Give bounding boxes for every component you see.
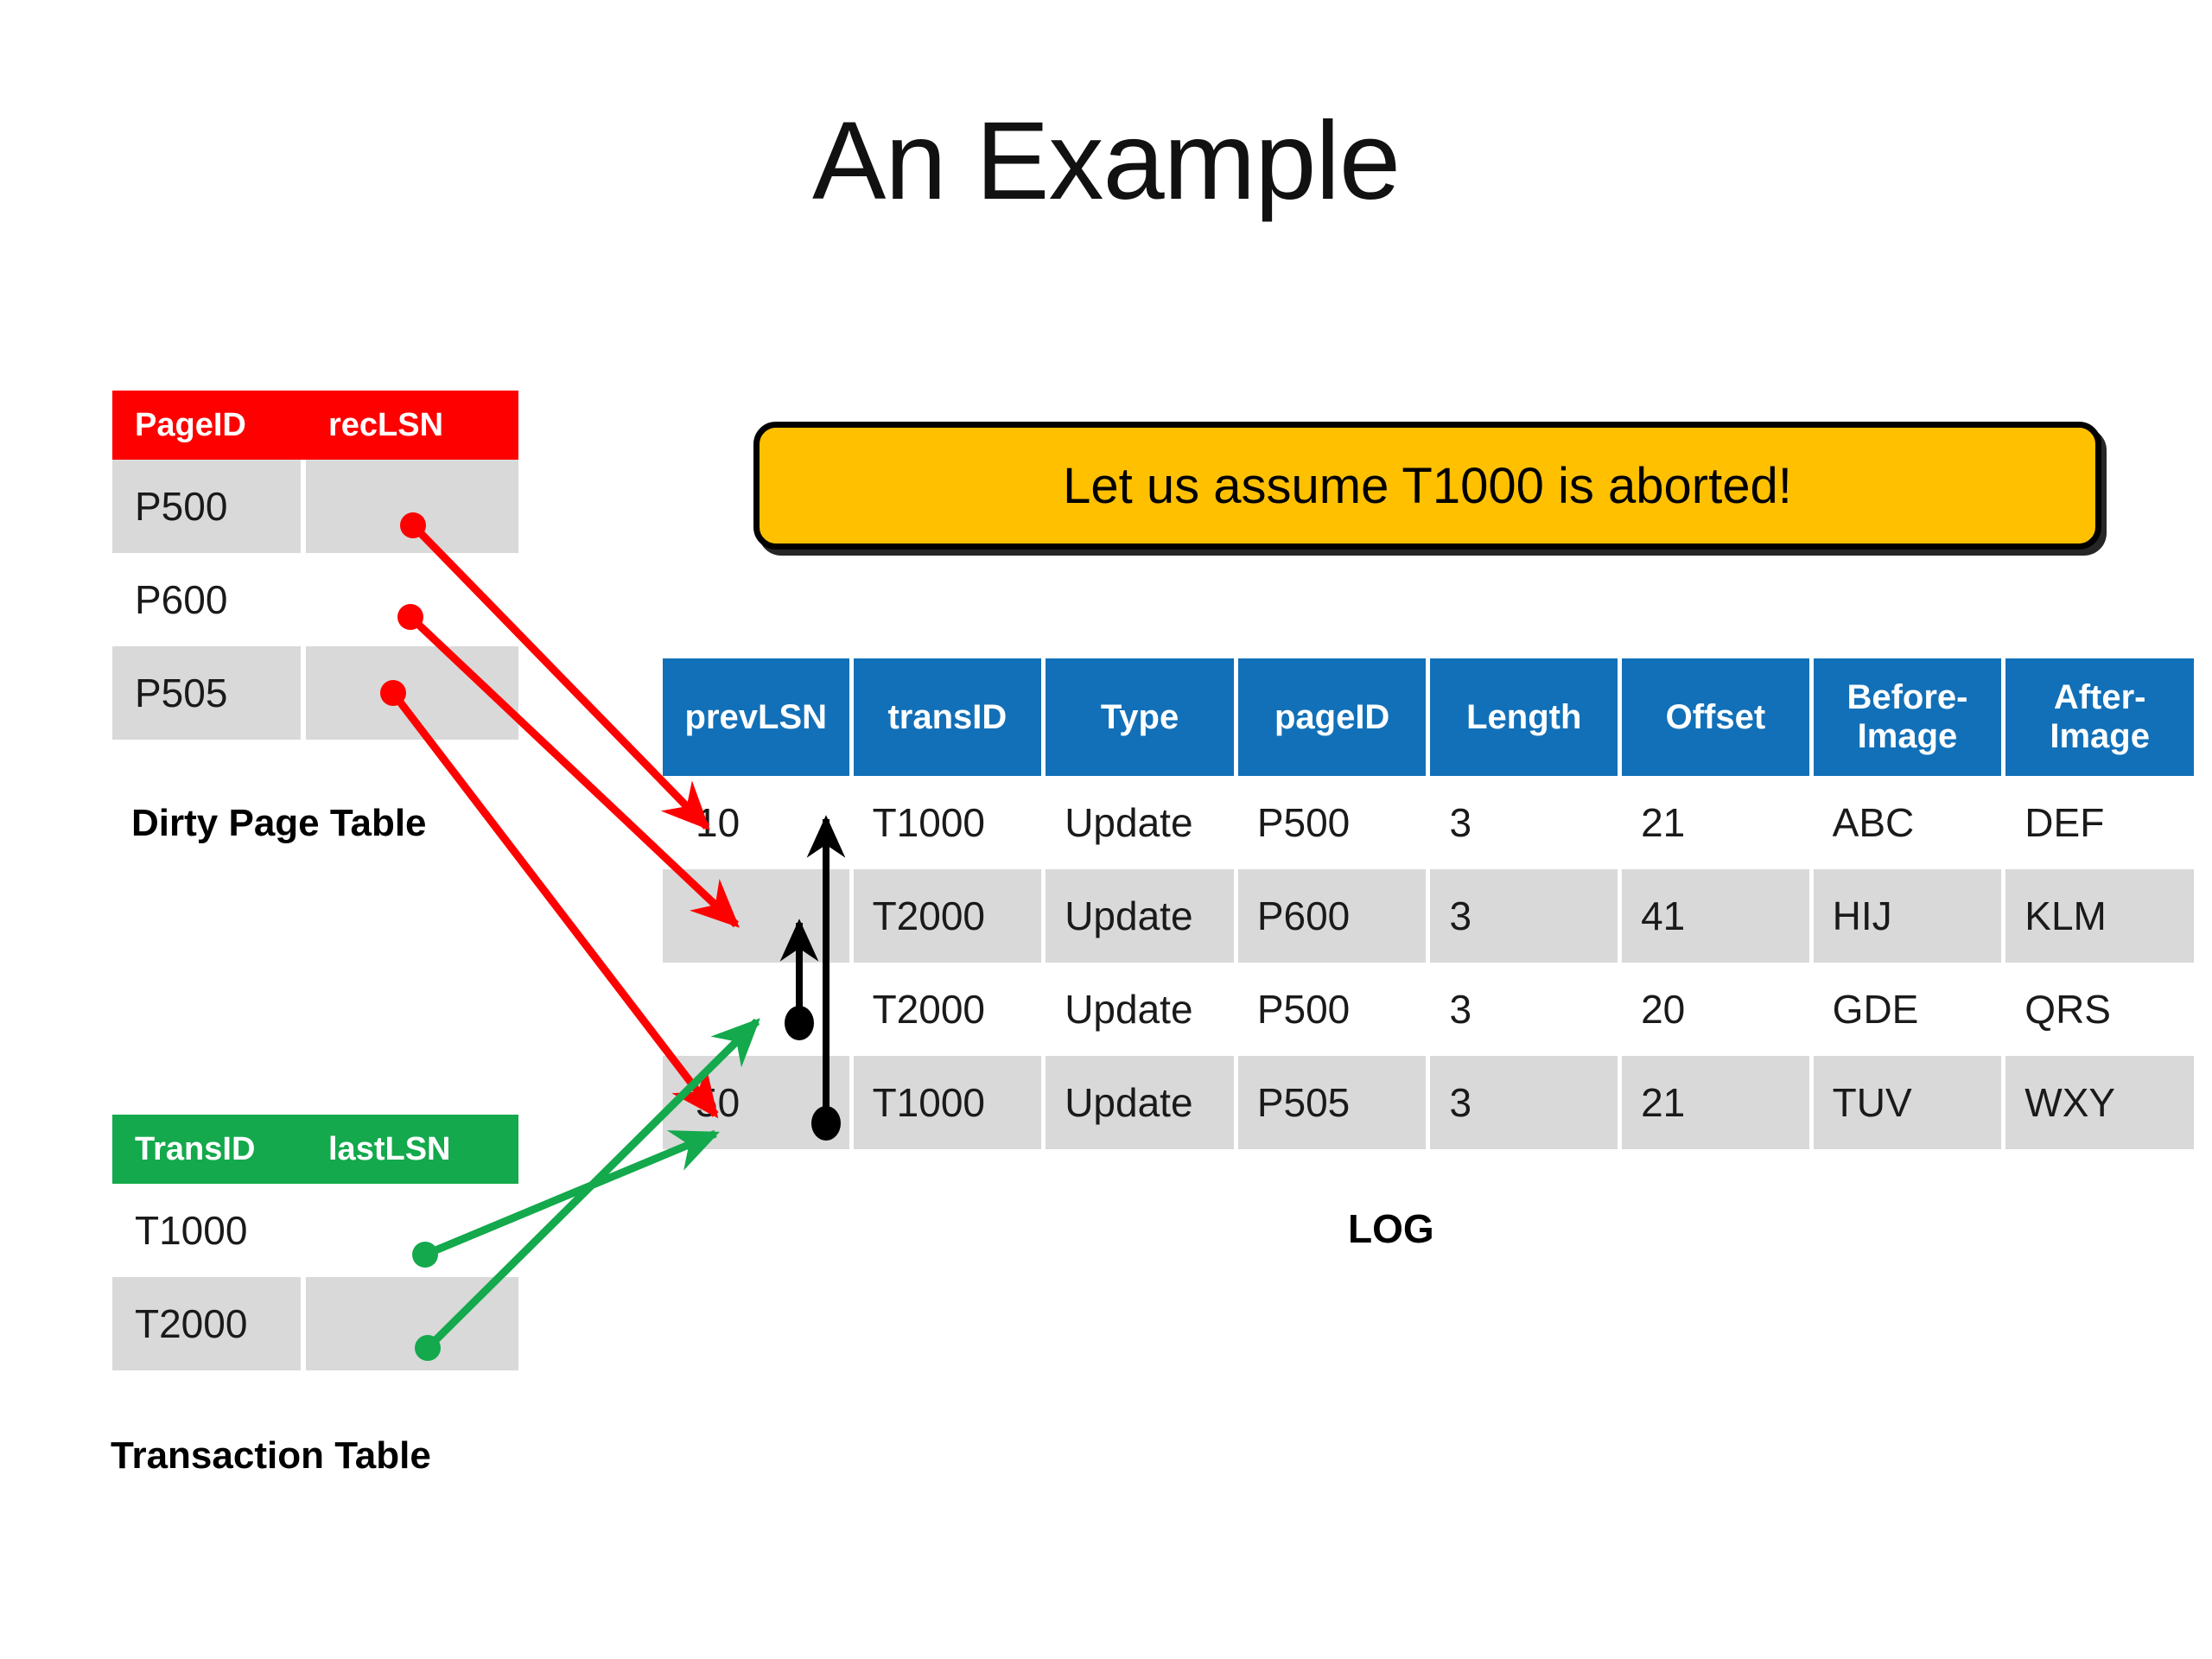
dirty-page-table: PageID recLSN P500 P600 P505 — [112, 391, 518, 740]
dpt-cell-reclsn — [306, 646, 518, 740]
log-col-after-image: After-Image — [2005, 658, 2194, 776]
log-col-pageid: pageID — [1237, 658, 1427, 776]
dirty-page-table-caption: Dirty Page Table — [131, 802, 427, 844]
log-col-offset: Offset — [1622, 658, 1809, 776]
log-cell-prevlsn: 50 — [663, 1056, 849, 1149]
log-cell-prevlsn — [663, 869, 849, 963]
transaction-table-header-row: TransID lastLSN — [112, 1115, 518, 1184]
log-col-transid: transID — [853, 658, 1042, 776]
dpt-row-p500: P500 — [112, 460, 518, 553]
log-col-type: Type — [1046, 658, 1234, 776]
log-table-row: 10 T1000 Update P500 3 21 ABC DEF — [663, 776, 2194, 869]
dirty-page-table-header-row: PageID recLSN — [112, 391, 518, 460]
dpt-cell-pageid: P600 — [135, 577, 228, 622]
log-cell-type: Update — [1046, 869, 1234, 963]
log-col-prevlsn: prevLSN — [663, 658, 849, 776]
dpt-col-reclsn: recLSN — [306, 391, 518, 460]
log-cell-transid: T1000 — [853, 1056, 1042, 1149]
log-cell-offset: 41 — [1622, 869, 1809, 963]
transaction-table: TransID lastLSN T1000 T2000 — [112, 1115, 518, 1370]
log-cell-length: 3 — [1430, 1056, 1618, 1149]
log-cell-pageid: P505 — [1237, 1056, 1427, 1149]
log-col-length: Length — [1430, 658, 1618, 776]
log-cell-after-image: DEF — [2024, 800, 2105, 845]
log-cell-offset: 20 — [1641, 987, 1686, 1032]
tt-row-t2000: T2000 — [112, 1277, 518, 1370]
log-table-row: 50 T1000 Update P505 3 21 TUV WXY — [663, 1056, 2194, 1149]
log-cell-type: Update — [1065, 800, 1193, 845]
log-table-row: T2000 Update P500 3 20 GDE QRS — [663, 963, 2194, 1056]
dpt-header-separator — [301, 391, 306, 460]
dpt-row-p600: P600 — [112, 553, 518, 646]
log-cell-pageid: P500 — [1256, 800, 1351, 845]
log-cell-before-image: GDE — [1832, 987, 1919, 1032]
log-cell-after-image: WXY — [2005, 1056, 2194, 1149]
assumption-callout-text: Let us assume T1000 is aborted! — [1063, 457, 1792, 514]
log-cell-offset: 21 — [1641, 800, 1686, 845]
log-cell-after-image: QRS — [2024, 987, 2111, 1032]
tt-col-transid: TransID — [112, 1115, 301, 1184]
assumption-callout: Let us assume T1000 is aborted! — [753, 422, 2101, 550]
transaction-table-caption: Transaction Table — [111, 1434, 431, 1477]
log-cell-length: 3 — [1430, 869, 1618, 963]
log-table-header-row: prevLSN transID Type pageID Length Offse… — [663, 658, 2194, 776]
log-table: prevLSN transID Type pageID Length Offse… — [658, 658, 2198, 1149]
log-cell-before-image: TUV — [1813, 1056, 2002, 1149]
log-cell-type: Update — [1046, 1056, 1234, 1149]
dpt-col-pageid: PageID — [112, 391, 301, 460]
log-cell-length: 3 — [1449, 800, 1472, 845]
tt-cell-transid: T1000 — [135, 1208, 248, 1253]
tt-cell-lastlsn — [306, 1184, 518, 1277]
log-cell-type: Update — [1065, 987, 1193, 1032]
dpt-cell-reclsn — [306, 553, 518, 646]
log-cell-length: 3 — [1449, 987, 1472, 1032]
dpt-cell-pageid: P505 — [112, 646, 301, 740]
tt-row-t1000: T1000 — [112, 1184, 518, 1277]
dpt-row-p505: P505 — [112, 646, 518, 740]
tt-col-lastlsn: lastLSN — [306, 1115, 518, 1184]
log-cell-transid: T1000 — [872, 800, 986, 845]
log-table-caption: LOG — [1348, 1206, 1434, 1251]
log-cell-transid: T2000 — [872, 987, 986, 1032]
page-title: An Example — [811, 99, 1401, 223]
log-col-before-image: Before-Image — [1813, 658, 2002, 776]
tt-cell-transid: T2000 — [112, 1277, 301, 1370]
tt-cell-lastlsn — [306, 1277, 518, 1370]
log-cell-before-image: ABC — [1832, 800, 1915, 845]
log-table-row: T2000 Update P600 3 41 HIJ KLM — [663, 869, 2194, 963]
log-cell-pageid: P600 — [1237, 869, 1427, 963]
log-cell-after-image: KLM — [2005, 869, 2194, 963]
log-cell-pageid: P500 — [1256, 987, 1351, 1032]
dpt-cell-reclsn — [306, 460, 518, 553]
dpt-cell-pageid: P500 — [112, 460, 301, 553]
log-cell-prevlsn — [663, 963, 849, 1056]
log-cell-before-image: HIJ — [1813, 869, 2002, 963]
tt-header-separator — [301, 1115, 306, 1184]
log-cell-prevlsn: 10 — [696, 800, 741, 845]
log-cell-transid: T2000 — [853, 869, 1042, 963]
log-cell-offset: 21 — [1622, 1056, 1809, 1149]
